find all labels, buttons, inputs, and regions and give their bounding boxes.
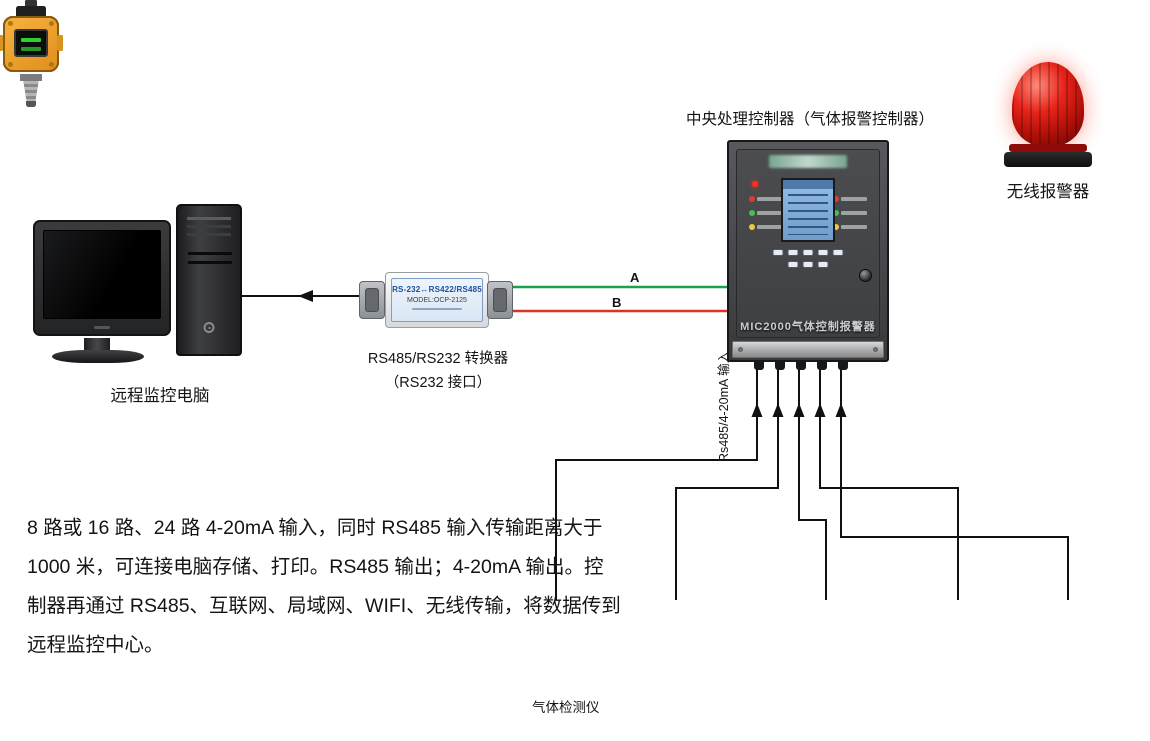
arrow-up-icon <box>772 403 784 417</box>
detector-cap <box>16 6 46 18</box>
arrow-up-icon <box>793 403 805 417</box>
panel-button <box>802 249 814 256</box>
wire-label-b: B <box>612 295 622 310</box>
gas-alarm-controller: MIC2000气体控制报警器 <box>727 140 889 370</box>
detector-wire-2 <box>675 360 779 600</box>
detector-label: 气体检测仪 <box>532 700 600 715</box>
panel-button <box>832 249 844 256</box>
controller-lcd <box>781 178 835 242</box>
indicator-led <box>833 196 867 202</box>
db9-connector-left <box>359 281 385 319</box>
indicator-led <box>833 224 867 230</box>
power-button-icon <box>203 322 215 333</box>
description-line: 制器再通过 RS485、互联网、局域网、WIFI、无线传输，将数据传到 <box>27 595 621 617</box>
alarm-label: 无线报警器 <box>1006 183 1090 201</box>
converter-sticker: RS-232↔RS422/RS485 MODEL:OCP-2125 <box>391 278 483 322</box>
sensor-tip <box>26 101 36 107</box>
db9-connector-right <box>487 281 513 319</box>
controller-keypad-row1 <box>772 249 844 256</box>
converter-interface-label: （RS232 接口） <box>384 375 492 391</box>
panel-button <box>817 261 829 268</box>
indicator-led <box>749 196 783 202</box>
wireless-alarm-beacon <box>1002 56 1094 174</box>
controller-bottom-rail <box>732 341 884 358</box>
lock-icon <box>859 269 872 282</box>
panel-button <box>772 249 784 256</box>
cable-gland <box>775 361 785 370</box>
gas-detector <box>0 0 62 110</box>
converter-model-line2: MODEL:OCP-2125 <box>407 297 467 304</box>
detector-wire-4 <box>819 360 959 600</box>
alarm-base <box>1004 152 1092 167</box>
controller-model-text: MIC2000气体控制报警器 <box>740 321 876 333</box>
indicator-led <box>749 224 783 230</box>
monitor <box>33 220 171 336</box>
monitor-base <box>52 350 144 363</box>
monitor-stand <box>84 338 110 351</box>
alarm-collar <box>1009 144 1087 152</box>
panel-button <box>787 261 799 268</box>
arrow-left-icon <box>298 290 313 302</box>
rs485-rs232-converter: RS-232↔RS422/RS485 MODEL:OCP-2125 <box>385 272 489 328</box>
detector-body <box>0 16 59 72</box>
cable-gland <box>796 361 806 370</box>
controller-nameplate <box>769 155 847 168</box>
detector-wire-3 <box>798 360 827 600</box>
computer-tower <box>176 204 242 356</box>
panel-button <box>802 261 814 268</box>
detector-wire-5 <box>840 360 1069 600</box>
alarm-led-icon <box>752 181 758 187</box>
arrow-up-icon <box>814 403 826 417</box>
indicator-led <box>749 210 783 216</box>
sensor-head <box>23 81 39 101</box>
alarm-dome <box>1012 62 1084 146</box>
detector-display <box>14 29 48 57</box>
panel-button <box>787 249 799 256</box>
controller-title: 中央处理控制器（气体报警控制器） <box>686 111 935 128</box>
controller-front-panel: MIC2000气体控制报警器 <box>736 149 880 338</box>
cable-gland <box>838 361 848 370</box>
sensor-collar <box>20 74 42 81</box>
description-line: 1000 米，可连接电脑存储、打印。RS485 输出；4-20mA 输出。控 <box>27 556 604 578</box>
controller-keypad-row2 <box>787 261 829 268</box>
drive-bay <box>188 252 232 255</box>
cable-gland <box>754 361 764 370</box>
converter-label: RS485/RS232 转换器 <box>367 351 509 367</box>
indicator-led <box>833 210 867 216</box>
arrow-up-icon <box>751 403 763 417</box>
detector-conduit <box>25 0 37 8</box>
converter-model-line1: RS-232↔RS422/RS485 <box>392 285 482 294</box>
arrow-up-icon <box>835 403 847 417</box>
cable-gland <box>817 361 827 370</box>
panel-button <box>817 249 829 256</box>
controller-input-label: Rs485/4-20mA 输入 <box>717 350 731 462</box>
computer-label: 远程监控电脑 <box>110 387 210 405</box>
description-line: 8 路或 16 路、24 路 4-20mA 输入，同时 RS485 输入传输距离… <box>27 517 603 539</box>
wire-label-a: A <box>630 270 640 285</box>
monitor-screen <box>43 230 161 319</box>
description-text: 8 路或 16 路、24 路 4-20mA 输入，同时 RS485 输入传输距离… <box>27 509 621 665</box>
description-line: 远程监控中心。 <box>27 634 164 656</box>
